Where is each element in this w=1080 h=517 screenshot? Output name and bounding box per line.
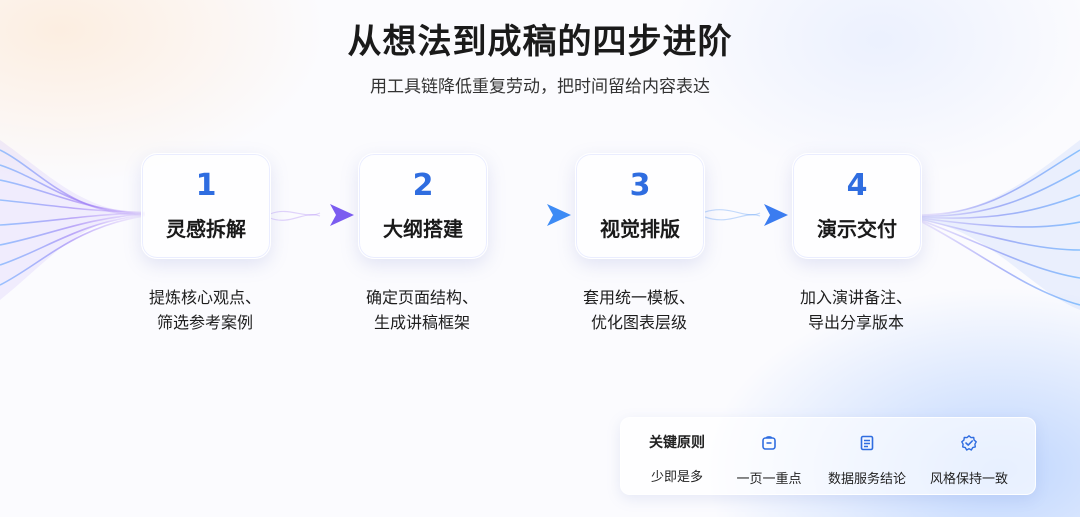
- flow-arrow-2-3: [487, 204, 571, 226]
- step-name: 视觉排版: [600, 217, 680, 241]
- step-card-4: 4 演示交付: [792, 153, 922, 259]
- step-description-2: 确定页面结构、 生成讲稿框架: [322, 285, 522, 335]
- step-name: 大纲搭建: [383, 217, 463, 241]
- flow-arrow-1-2: [270, 204, 354, 226]
- principle-item-2: 一页一重点: [725, 432, 813, 487]
- step-card-2: 2 大纲搭建: [358, 153, 488, 259]
- desc-line: 确定页面结构、: [365, 288, 478, 307]
- desc-line: 加入演讲备注、: [799, 288, 912, 307]
- desc-line: 套用统一模板、: [582, 288, 695, 307]
- step-card-1: 1 灵感拆解: [141, 153, 271, 259]
- principle-item-4: 风格保持一致: [919, 432, 1019, 487]
- document-icon: [860, 435, 874, 451]
- desc-line: 提炼核心观点、: [148, 288, 261, 307]
- page-subtitle: 用工具链降低重复劳动，把时间留给内容表达: [370, 77, 710, 97]
- step-description-1: 提炼核心观点、 筛选参考案例: [105, 285, 305, 335]
- desc-line: 生成讲稿框架: [373, 313, 470, 332]
- principle-label: 数据服务结论: [827, 472, 906, 487]
- check-badge-icon: [961, 435, 977, 451]
- step-description-3: 套用统一模板、 优化图表层级: [539, 285, 739, 335]
- step-number: 1: [195, 168, 217, 203]
- page-title: 从想法到成稿的四步进阶: [347, 22, 733, 62]
- step-card-3: 3 视觉排版: [575, 153, 705, 259]
- principle-item-3: 数据服务结论: [817, 432, 917, 487]
- step-number: 2: [412, 168, 434, 203]
- principle-label: 风格保持一致: [929, 472, 1008, 487]
- step-name: 灵感拆解: [166, 217, 246, 241]
- principle-item-1: 关键原则 少即是多: [641, 432, 713, 485]
- step-name: 演示交付: [817, 217, 897, 241]
- step-number: 3: [629, 168, 651, 203]
- desc-line: 导出分享版本: [807, 313, 904, 332]
- flow-arrow-3-4: [704, 204, 788, 226]
- key-principles-panel: 关键原则 少即是多 一页一重点 数据服务结论 风格保持一致: [620, 417, 1036, 495]
- principle-label: 少即是多: [650, 470, 703, 485]
- bag-icon: [762, 436, 776, 450]
- step-description-4: 加入演讲备注、 导出分享版本: [756, 285, 956, 335]
- desc-line: 筛选参考案例: [156, 313, 253, 332]
- principle-label: 一页一重点: [736, 472, 802, 487]
- step-number: 4: [846, 168, 868, 203]
- desc-line: 优化图表层级: [590, 313, 687, 332]
- principles-heading: 关键原则: [649, 435, 705, 451]
